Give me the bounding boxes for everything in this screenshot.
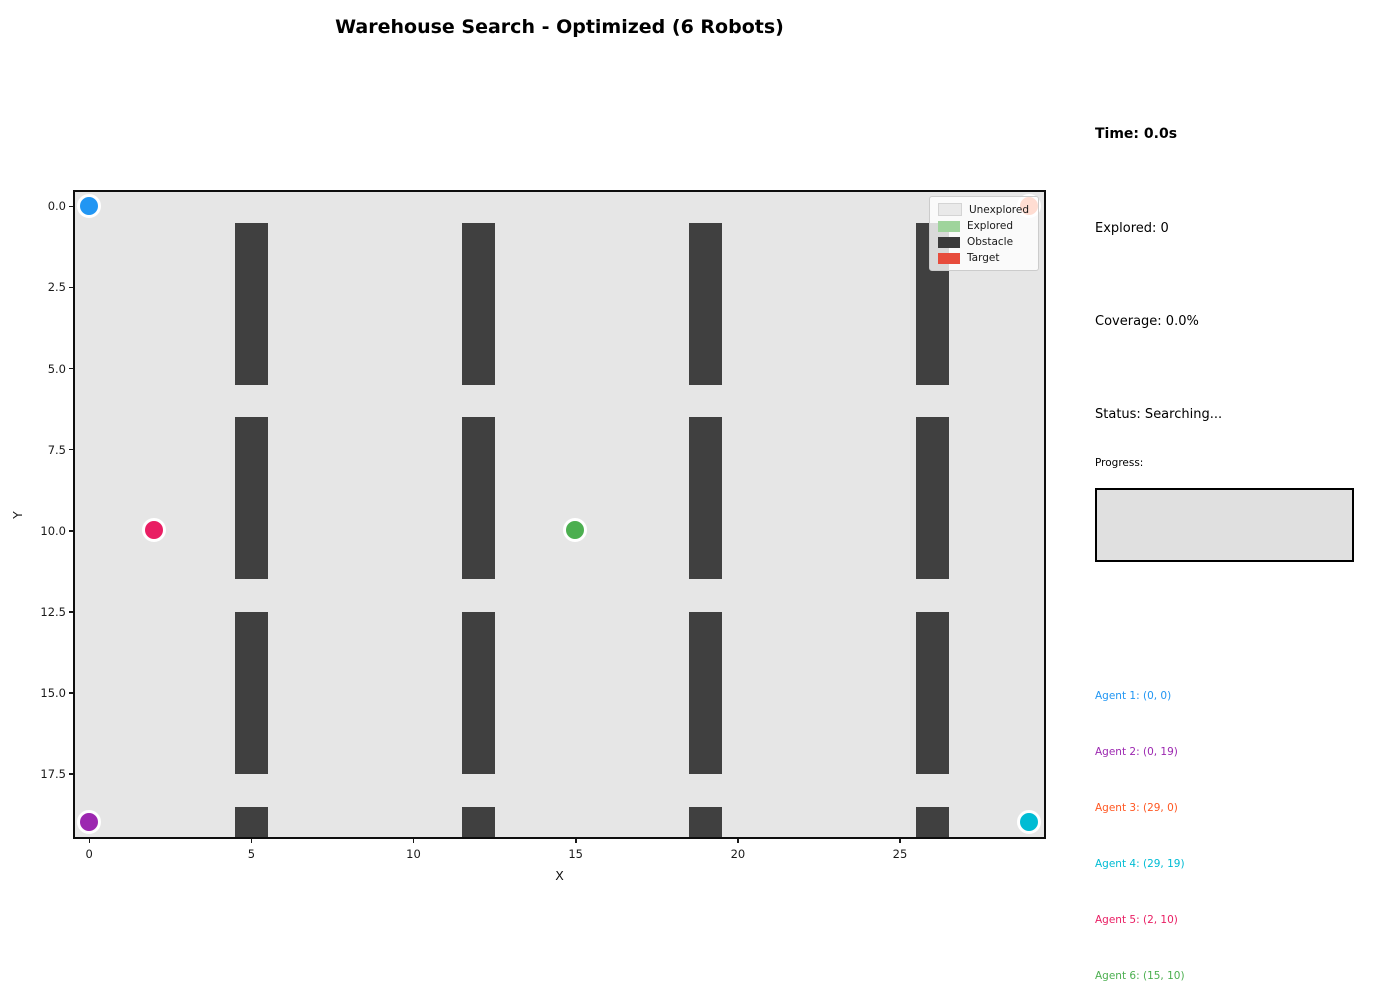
x-tick-mark (88, 839, 90, 843)
agent-status-3: Agent 3: (29, 0) (1095, 802, 1178, 814)
legend-label: Unexplored (968, 203, 1029, 216)
legend-swatch-explored (937, 220, 960, 232)
agent-dot-6 (563, 518, 588, 543)
x-tick-label: 10 (406, 847, 421, 861)
y-tick-mark (69, 530, 73, 532)
legend-entry: Obstacle (937, 236, 1029, 248)
obstacle-block (689, 806, 722, 839)
agent-dot-2 (76, 810, 101, 835)
x-tick-label: 20 (730, 847, 746, 861)
legend-entry: Unexplored (937, 203, 1029, 216)
x-tick-label: 0 (85, 847, 93, 861)
x-tick-label: 15 (568, 847, 583, 861)
explored-text: Explored: 0 (1095, 221, 1169, 236)
obstacle-block (462, 806, 495, 839)
legend-swatch-target (937, 252, 960, 264)
agent-status-1: Agent 1: (0, 0) (1095, 690, 1172, 702)
plot-background-unexplored (73, 190, 1046, 839)
agent-status-6: Agent 6: (15, 10) (1095, 970, 1185, 982)
y-tick-mark (69, 286, 73, 289)
y-tick-label: 7.5 (47, 442, 66, 457)
y-tick-mark (69, 611, 73, 613)
x-tick-mark (250, 839, 253, 843)
obstacle-block (916, 611, 949, 775)
obstacle-block (916, 806, 949, 839)
y-tick-label: 2.5 (47, 280, 66, 295)
status-text: Status: Searching... (1095, 407, 1223, 422)
y-tick-mark (69, 367, 73, 370)
legend-entry: Explored (937, 220, 1029, 232)
x-tick-label: 25 (892, 847, 908, 861)
obstacle-block (689, 222, 722, 385)
obstacle-block (235, 222, 268, 385)
legend-label: Target (966, 252, 1000, 264)
obstacle-block (235, 611, 268, 775)
y-axis-label: Y (10, 511, 25, 519)
time-text: Time: 0.0s (1095, 126, 1178, 142)
obstacle-block (916, 417, 949, 580)
x-tick-mark (899, 839, 901, 843)
legend-swatch-obstacle (937, 236, 960, 248)
obstacle-block (689, 417, 722, 580)
progress-bar (1095, 488, 1354, 562)
y-tick-mark (69, 692, 73, 694)
y-tick-label: 5.0 (47, 361, 66, 376)
y-tick-label: 10.0 (40, 523, 66, 538)
obstacle-block (235, 417, 268, 580)
y-tick-mark (69, 205, 73, 207)
x-tick-label: 5 (247, 847, 256, 861)
obstacle-block (462, 222, 495, 385)
progress-label: Progress: (1095, 457, 1144, 469)
agent-dot-4 (1017, 810, 1042, 835)
obstacle-block (689, 611, 722, 775)
legend-entry: Target (937, 252, 1029, 264)
legend-swatch-unexplored (937, 203, 962, 216)
y-tick-label: 12.5 (40, 604, 66, 619)
legend-label: Explored (966, 220, 1014, 232)
y-tick-mark (69, 448, 73, 451)
obstacle-block (462, 611, 495, 775)
x-axis-label: X (555, 868, 564, 883)
obstacle-block (235, 806, 268, 839)
x-tick-mark (412, 839, 415, 843)
agent-dot-1 (76, 193, 101, 218)
x-tick-mark (737, 839, 739, 843)
y-tick-label: 0.0 (47, 199, 66, 214)
x-tick-mark (575, 839, 577, 843)
figure-title: Warehouse Search - Optimized (6 Robots) (335, 16, 784, 38)
y-tick-label: 15.0 (40, 686, 66, 700)
y-tick-mark (69, 773, 73, 775)
agent-status-5: Agent 5: (2, 10) (1095, 914, 1178, 926)
obstacle-block (462, 417, 495, 580)
agent-status-4: Agent 4: (29, 19) (1095, 858, 1185, 870)
agent-status-2: Agent 2: (0, 19) (1095, 746, 1178, 758)
y-tick-label: 17.5 (40, 767, 66, 782)
agent-dot-5 (141, 518, 166, 543)
coverage-text: Coverage: 0.0% (1095, 314, 1199, 329)
legend-label: Obstacle (966, 236, 1014, 248)
